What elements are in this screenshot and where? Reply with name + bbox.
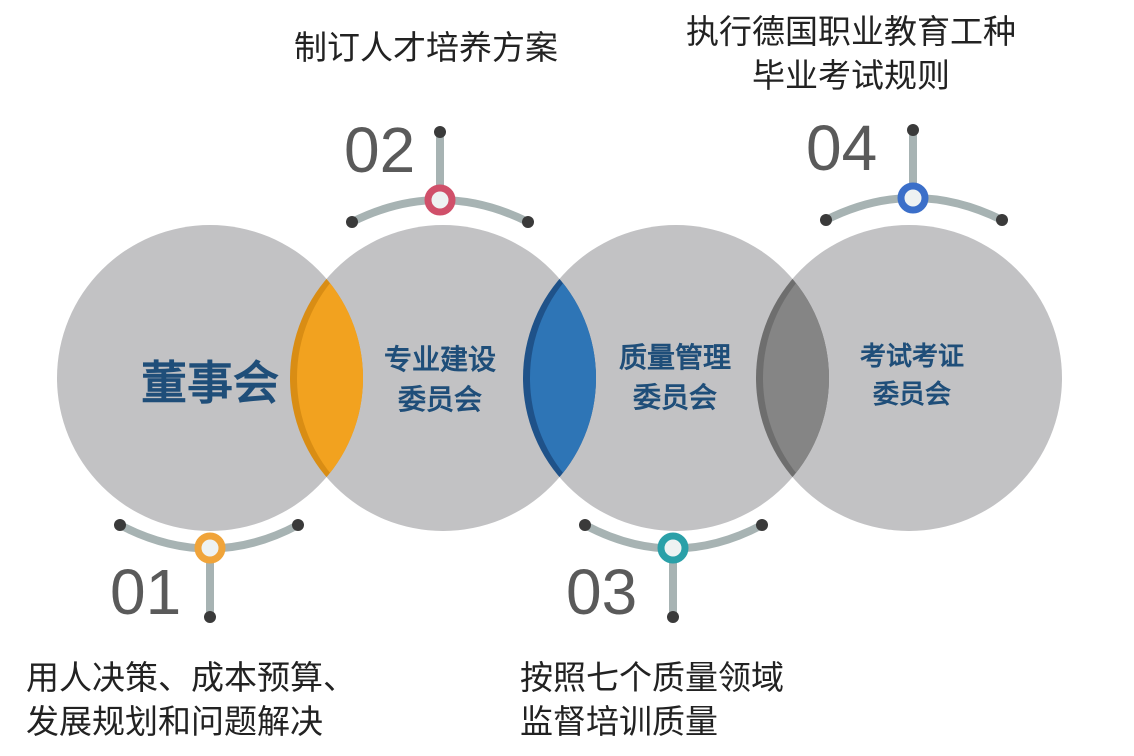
label-line: 专业建设 <box>383 343 497 376</box>
node-ring-04 <box>897 182 929 214</box>
step-number-02: 02 <box>344 114 416 186</box>
label-line: 考试考证 <box>859 342 965 372</box>
node-ring-01 <box>194 532 226 564</box>
step-number-04: 04 <box>806 112 878 184</box>
step-caption-03: 按照七个质量领域监督培训质量 <box>520 658 784 741</box>
step-number-03: 03 <box>566 556 638 628</box>
label-line: 质量管理 <box>618 341 732 374</box>
circle-board <box>57 225 363 531</box>
circle-exam <box>756 225 1062 531</box>
node-ring-02 <box>424 184 456 216</box>
label-line: 委员会 <box>872 380 952 410</box>
circle-specialty <box>290 225 596 531</box>
step-caption-04: 执行德国职业教育工种毕业考试规则 <box>686 12 1016 95</box>
node-ring-03 <box>657 532 689 564</box>
label-exam: 考试考证委员会 <box>860 338 964 414</box>
label-board: 董事会 <box>141 356 279 410</box>
step-caption-02: 制订人才培养方案 <box>294 28 558 67</box>
step-caption-01: 用人决策、成本预算、发展规划和问题解决 <box>26 658 356 741</box>
step-number-01: 01 <box>110 556 182 628</box>
label-line: 委员会 <box>632 381 718 414</box>
label-specialty: 专业建设委员会 <box>384 340 496 420</box>
label-quality: 质量管理委员会 <box>619 338 731 418</box>
circle-quality <box>523 225 829 531</box>
label-line: 委员会 <box>397 383 483 416</box>
